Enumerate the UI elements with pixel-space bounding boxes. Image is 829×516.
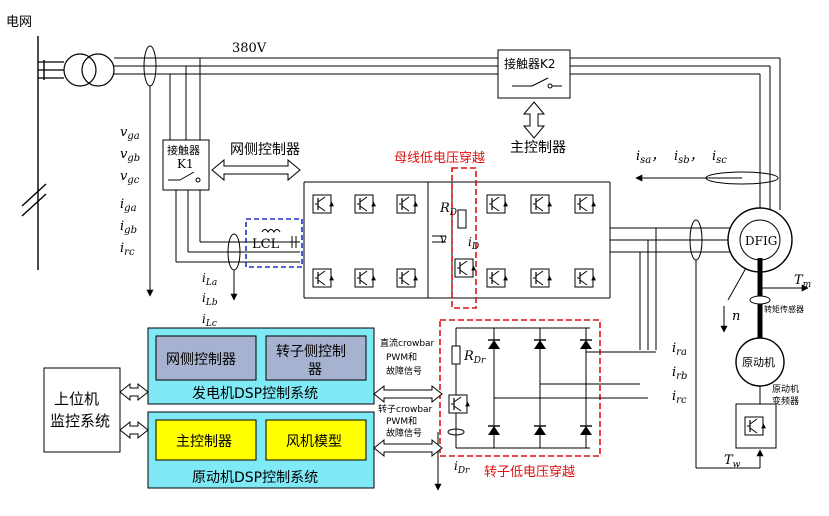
svg-text:isb，: isb， [674, 149, 703, 166]
gen-rotor-ctrl-label-2: 器 [308, 362, 322, 378]
contactor-k2[interactable]: 接触器K2 [497, 49, 571, 99]
rotor-current-labels: ira irb irc [672, 341, 687, 406]
svg-text:irc: irc [672, 389, 687, 406]
svg-text:ira: ira [672, 341, 687, 358]
host-label-2: 监控系统 [50, 412, 110, 430]
prime-mover-dsp-box[interactable]: 主控制器 风机模型 原动机DSP控制系统 [147, 411, 375, 489]
iga-label: i [120, 197, 124, 212]
rotor-crowbar-label-3: 故障信号 [386, 427, 422, 439]
bus-lvrt-box [451, 167, 477, 309]
lcl-current-labels: iLa iLb iLc [202, 271, 218, 329]
pm-wind-model-label: 风机模型 [286, 434, 342, 450]
pm-inverter-label-1: 原动机 [772, 383, 799, 395]
generator-dsp-box[interactable]: 网侧控制器 转子侧控制 器 发电机DSP控制系统 [147, 327, 375, 405]
svg-text:iga: iga [120, 197, 137, 214]
grid-side-bridge [312, 194, 419, 288]
host-to-pm-arrow [119, 420, 149, 440]
voltage-label: 380V [232, 41, 267, 56]
transformer [38, 53, 115, 87]
gen-grid-ctrl-label: 网侧控制器 [166, 352, 236, 368]
pm-wind-model-box[interactable] [265, 419, 367, 461]
rd-label: RD [439, 201, 457, 218]
pm-main-ctrl-box[interactable] [155, 419, 257, 461]
dc-crowbar-label-3: 故障信号 [386, 365, 422, 377]
rotor-crowbar-label-2: PWM和 [386, 416, 417, 427]
gen-rotor-ctrl-box[interactable] [265, 335, 367, 381]
rotor-lines [610, 227, 740, 350]
dc-crowbar-label-2: PWM和 [386, 352, 417, 363]
pm-inverter-label-2: 变频器 [772, 395, 799, 407]
irc-left-label: i [120, 241, 124, 256]
converter-bus [303, 181, 611, 299]
rotor-crowbar-wiring [455, 327, 656, 449]
svg-text:igb: igb [120, 219, 137, 236]
torque-sensor [749, 295, 771, 305]
vdc-label: v [440, 232, 447, 246]
k2-command-arrow [522, 101, 546, 139]
lcl-filter-box [245, 218, 303, 268]
svg-text:iLa: iLa [202, 271, 217, 288]
dfig-label: DFIG [745, 234, 777, 248]
stator-lines [114, 57, 781, 210]
svg-text:vgc: vgc [120, 169, 140, 186]
stator-current-labels: isa， isb， isc [636, 149, 727, 166]
grid-label: 电网 [6, 15, 32, 30]
k1-wiring [169, 58, 300, 263]
svg-text:iLb: iLb [202, 291, 218, 308]
dc-crowbar-arrow [373, 384, 443, 404]
svg-text:irb: irb [672, 365, 687, 382]
gen-dsp-title: 发电机DSP控制系统 [192, 386, 318, 402]
vgc-label: v [120, 169, 128, 184]
rotor-side-bridge [486, 194, 597, 288]
prime-mover-label: 原动机 [742, 355, 775, 369]
svg-text:vga: vga [120, 125, 140, 142]
pm-main-ctrl-label: 主控制器 [176, 434, 232, 450]
igb-label: i [120, 219, 124, 234]
svg-text:isc: isc [712, 149, 727, 166]
id-label: iD [468, 235, 479, 252]
contactor-k1-label-1: 接触器 [167, 143, 200, 157]
n-label: n [732, 309, 740, 324]
contactor-k1[interactable]: 接触器 K1 [162, 139, 210, 191]
tm-label: Tm [794, 273, 811, 290]
vgb-label: v [120, 147, 128, 162]
grid-bus [21, 36, 47, 270]
rotor-crowbar-label-1: 转子crowbar [378, 403, 433, 415]
svg-text:vgb: vgb [120, 147, 140, 164]
svg-text:iLc: iLc [202, 312, 217, 329]
rotor-crowbar-arrow [373, 438, 443, 458]
grid-controller-arrow [211, 158, 301, 182]
lcl-label: LCL [252, 237, 280, 252]
dc-crowbar-label-1: 直流crowbar [380, 337, 435, 349]
gen-rotor-ctrl-label-1: 转子侧控制 [276, 344, 346, 360]
rotor-lvrt-label: 转子低电压穿越 [484, 464, 575, 480]
vga-label: v [120, 125, 128, 140]
host-label-1: 上位机 [54, 390, 99, 408]
rdr-label: RDr [463, 349, 486, 366]
gen-grid-ctrl-box[interactable] [155, 335, 257, 381]
main-controller-label: 主控制器 [510, 140, 566, 156]
bus-lvrt-label: 母线低电压穿越 [394, 150, 485, 166]
svg-text:irc: irc [120, 241, 135, 258]
svg-text:isa，: isa， [636, 149, 664, 166]
grid-controller-label: 网侧控制器 [230, 142, 300, 158]
contactor-k2-label: 接触器K2 [504, 56, 556, 71]
host-monitoring-box[interactable]: 上位机 监控系统 [43, 367, 121, 453]
pm-dsp-title: 原动机DSP控制系统 [192, 470, 318, 486]
prime-mover-inverter [735, 403, 777, 449]
dc-capacitor [432, 235, 446, 243]
tw-label: Tw [724, 453, 741, 470]
idr-label: iDr [454, 459, 470, 476]
grid-signal-labels: vga vgb vgc iga igb irc [120, 125, 140, 258]
host-to-gen-arrow [119, 382, 149, 402]
rotor-lvrt-box [439, 319, 601, 457]
contactor-k1-label-2: K1 [177, 157, 194, 171]
torque-sensor-label: 转矩传感器 [764, 304, 804, 314]
